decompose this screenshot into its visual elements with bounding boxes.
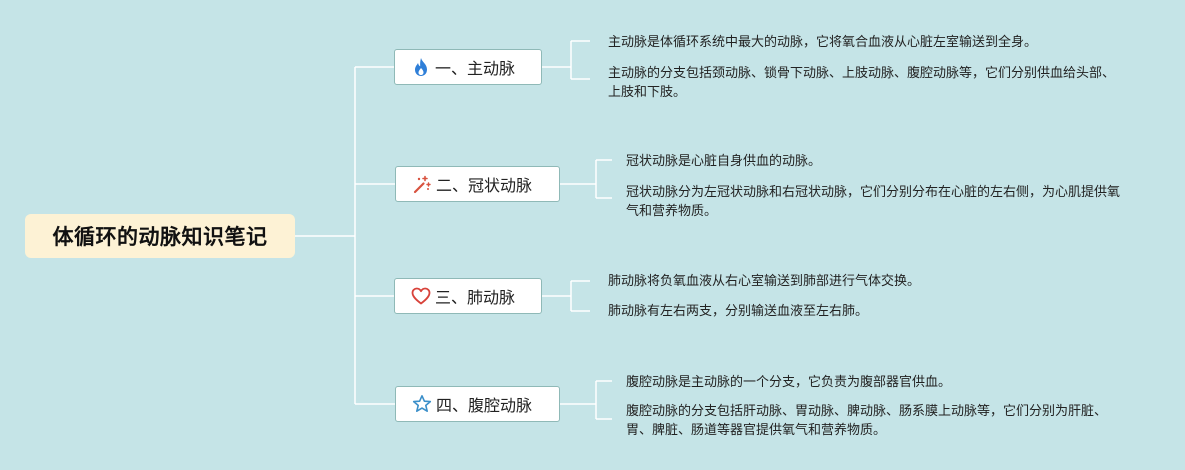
note-connector-1 xyxy=(542,40,590,80)
branch-pulmonary-artery[interactable]: 三、肺动脉 xyxy=(394,278,542,314)
branch-aorta[interactable]: 一、主动脉 xyxy=(394,49,542,85)
note-coronary-2: 冠状动脉分为左冠状动脉和右冠状动脉，它们分别分布在心脏的左右侧，为心肌提供氧气和… xyxy=(626,185,1121,219)
heart-icon xyxy=(411,286,431,306)
branch-celiac-artery[interactable]: 四、腹腔动脉 xyxy=(395,386,560,422)
note-celiac-1: 腹腔动脉是主动脉的一个分支，它负责为腹部器官供血。 xyxy=(626,375,952,390)
note-coronary-1: 冠状动脉是心脏自身供血的动脉。 xyxy=(626,154,822,169)
note-pulmonary-2: 肺动脉有左右两支，分别输送血液至左右肺。 xyxy=(608,304,869,319)
branch-label: 四、腹腔动脉 xyxy=(436,396,533,415)
note-aorta-2: 主动脉的分支包括颈动脉、锁骨下动脉、上肢动脉、腹腔动脉等，它们分别供血给头部、上… xyxy=(608,66,1116,100)
root-topic[interactable]: 体循环的动脉知识笔记 xyxy=(25,214,295,258)
magic-wand-icon xyxy=(412,174,432,194)
note-aorta-1: 主动脉是体循环系统中最大的动脉，它将氧合血液从心脏左室输送到全身。 xyxy=(608,35,1038,50)
root-topic-label: 体循环的动脉知识笔记 xyxy=(52,225,268,249)
branch-label: 一、主动脉 xyxy=(435,59,516,78)
note-connector-3 xyxy=(542,280,590,312)
flame-icon xyxy=(411,57,431,77)
branch-label: 二、冠状动脉 xyxy=(436,176,533,195)
note-celiac-2: 腹腔动脉的分支包括肝动脉、胃动脉、脾动脉、肠系膜上动脉等，它们分别为肝脏、胃、脾… xyxy=(626,404,1108,438)
note-connector-4 xyxy=(560,380,612,420)
star-icon xyxy=(412,394,432,414)
note-connector-2 xyxy=(560,159,612,199)
note-pulmonary-1: 肺动脉将负氧血液从右心室输送到肺部进行气体交换。 xyxy=(608,274,921,289)
branch-coronary-artery[interactable]: 二、冠状动脉 xyxy=(395,166,560,202)
branch-label: 三、肺动脉 xyxy=(435,288,516,307)
